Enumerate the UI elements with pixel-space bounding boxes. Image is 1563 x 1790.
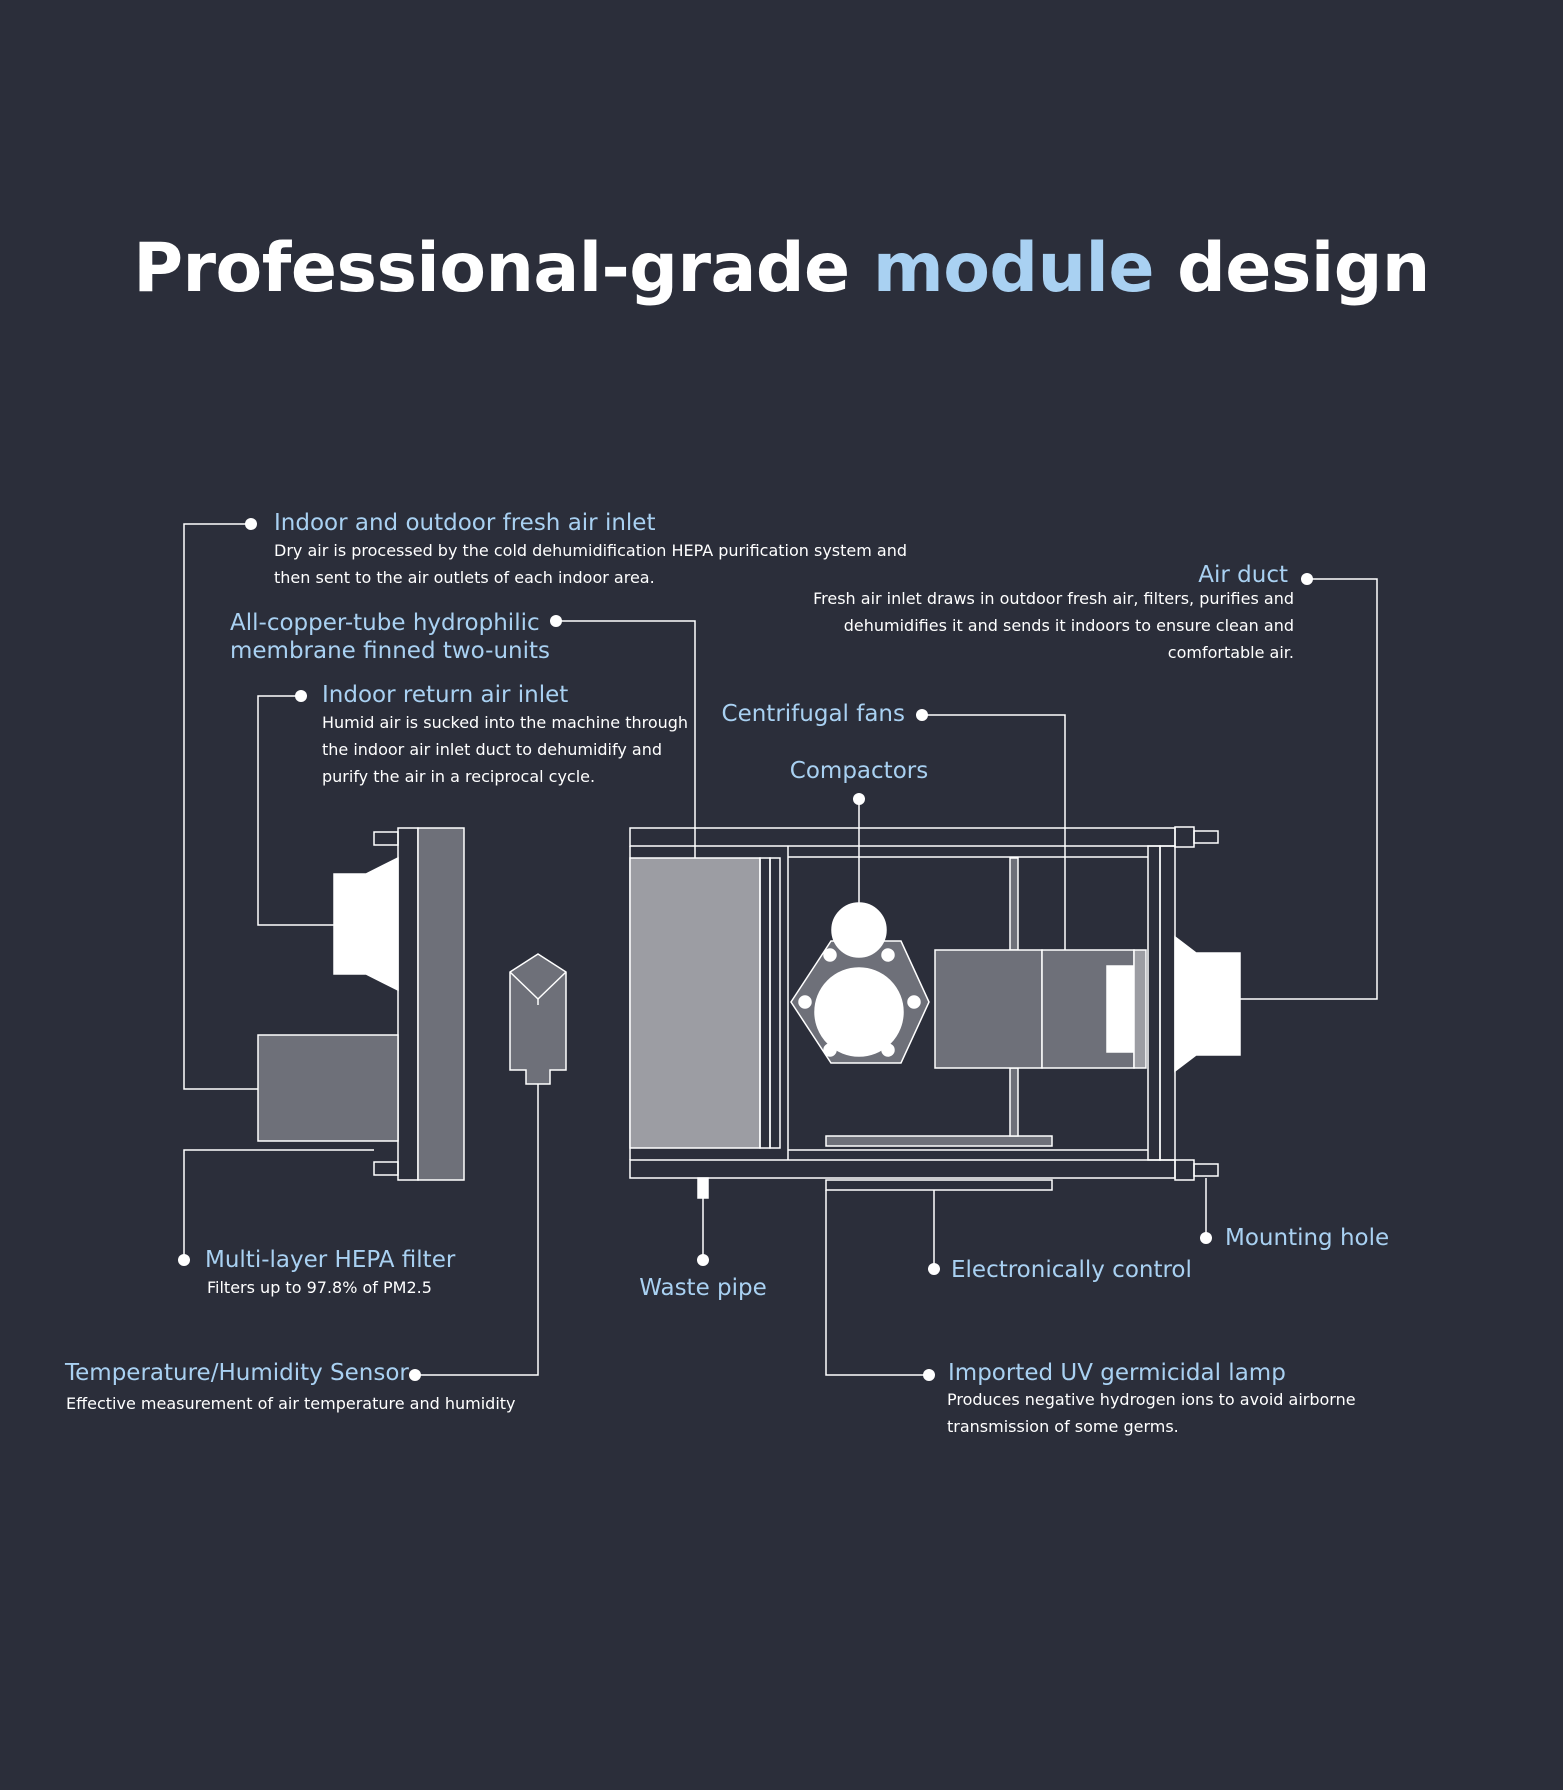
desc-return-air-inlet: Humid air is sucked into the machine thr…	[322, 713, 689, 786]
dot-centrifugal-fans	[916, 709, 928, 721]
label-electronic-control: Electronically control	[951, 1257, 1192, 1283]
dot-return-air-inlet	[295, 690, 307, 702]
desc-fresh-air-inlet: Dry air is processed by the cold dehumid…	[274, 541, 908, 587]
label-hepa-filter: Multi-layer HEPA filter	[205, 1247, 456, 1273]
title-part-1: Professional-grade	[133, 229, 873, 308]
main-cabinet	[629, 826, 1241, 1199]
label-uv-lamp: Imported UV germicidal lamp	[948, 1360, 1286, 1386]
dot-electronic-control	[928, 1263, 940, 1275]
label-mounting-hole: Mounting hole	[1225, 1225, 1390, 1251]
dot-uv-lamp	[923, 1369, 935, 1381]
dot-mounting-hole	[1200, 1232, 1212, 1244]
dot-copper-tube	[550, 615, 562, 627]
dot-temp-sensor	[409, 1369, 421, 1381]
sensor-body	[509, 953, 567, 1085]
dot-hepa-filter	[178, 1254, 190, 1266]
page-title: Professional-grade module design	[0, 228, 1563, 310]
dot-fresh-air-inlet	[245, 518, 257, 530]
label-copper-tube-line2: membrane finned two-units	[230, 638, 551, 664]
desc-temp-sensor: Effective measurement of air temperature…	[66, 1394, 516, 1413]
label-temp-sensor: Temperature/Humidity Sensor	[65, 1360, 409, 1386]
label-copper-tube-line1: All-copper-tube hydrophilic	[230, 610, 540, 636]
desc-air-duct: Fresh air inlet draws in outdoor fresh a…	[813, 589, 1294, 662]
dot-compactors	[853, 793, 865, 805]
title-accent: module	[872, 229, 1155, 308]
label-air-duct: Air duct	[1198, 562, 1288, 588]
desc-hepa-filter: Filters up to 97.8% of PM2.5	[207, 1278, 432, 1297]
title-part-2: design	[1153, 229, 1430, 308]
dot-air-duct	[1301, 573, 1313, 585]
desc-uv-lamp: Produces negative hydrogen ions to avoid…	[947, 1390, 1356, 1436]
label-compactors: Compactors	[789, 758, 929, 784]
dot-waste-pipe	[697, 1254, 709, 1266]
label-waste-pipe: Waste pipe	[639, 1275, 767, 1301]
label-centrifugal-fans: Centrifugal fans	[721, 701, 905, 727]
return-air-module	[257, 827, 465, 1181]
label-fresh-air-inlet: Indoor and outdoor fresh air inlet	[274, 510, 656, 536]
leader-lines	[183, 523, 1378, 1376]
label-return-air-inlet: Indoor return air inlet	[322, 682, 569, 708]
